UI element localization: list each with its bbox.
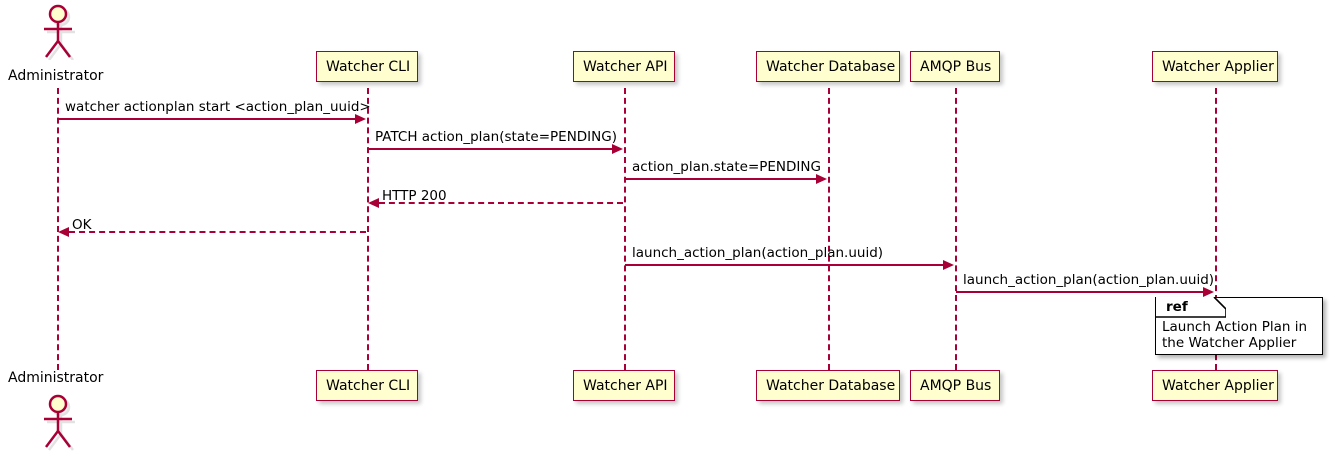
message-line-watcher-actionplan-start	[58, 118, 356, 120]
message-label-launch-action-plan-amqp: launch_action_plan(action_plan.uuid)	[963, 272, 1215, 288]
lifeline-applier	[1215, 88, 1217, 370]
message-label-patch-action-plan: PATCH action_plan(state=PENDING)	[375, 129, 617, 145]
ref-tab-shape-icon	[1156, 297, 1226, 318]
message-arrowhead-watcher-actionplan-start	[355, 114, 366, 124]
message-label-launch-action-plan-api: launch_action_plan(action_plan.uuid)	[632, 245, 884, 261]
message-label-watcher-actionplan-start: watcher actionplan start <action_plan_uu…	[65, 99, 371, 115]
ref-fragment[interactable]: ref Launch Action Plan in the Watcher Ap…	[1155, 297, 1323, 355]
participant-amqp-bottom[interactable]: AMQP Bus	[910, 370, 1000, 401]
message-arrowhead-launch-action-plan-api	[943, 260, 954, 270]
message-label-http-200: HTTP 200	[382, 188, 447, 204]
participant-database-bottom[interactable]: Watcher Database	[756, 370, 900, 401]
message-line-http-200	[379, 202, 623, 204]
participant-amqp-top[interactable]: AMQP Bus	[910, 51, 1000, 82]
actor-stick-figure-icon	[44, 394, 75, 451]
message-line-patch-action-plan	[368, 148, 613, 150]
message-arrowhead-patch-action-plan	[612, 144, 623, 154]
participant-api-top[interactable]: Watcher API	[573, 51, 675, 82]
ref-fragment-body: Launch Action Plan in the Watcher Applie…	[1162, 319, 1308, 351]
message-line-action-plan-state-pending	[625, 178, 817, 180]
lifeline-api	[624, 88, 626, 370]
actor-label-admin-top: Administrator	[8, 68, 104, 84]
lifeline-amqp	[955, 88, 957, 370]
ref-fragment-tab-label: ref	[1166, 299, 1188, 315]
message-arrowhead-ok	[58, 227, 69, 237]
actor-stick-figure-icon	[44, 4, 75, 61]
actor-label-admin-bottom: Administrator	[8, 370, 104, 386]
ref-fragment-tab	[1156, 297, 1226, 318]
participant-cli-top[interactable]: Watcher CLI	[316, 51, 418, 82]
actor-admin-bottom	[31, 392, 85, 456]
message-line-launch-action-plan-api	[625, 264, 944, 266]
lifeline-database	[828, 88, 830, 370]
message-arrowhead-launch-action-plan-amqp	[1203, 287, 1214, 297]
participant-api-bottom[interactable]: Watcher API	[573, 370, 675, 401]
participant-cli-bottom[interactable]: Watcher CLI	[316, 370, 418, 401]
message-arrowhead-http-200	[368, 198, 379, 208]
message-arrowhead-action-plan-state-pending	[816, 174, 827, 184]
message-label-action-plan-state-pending: action_plan.state=PENDING	[632, 159, 821, 175]
message-line-ok	[69, 231, 366, 233]
actor-admin-top	[31, 2, 85, 64]
participant-applier-top[interactable]: Watcher Applier	[1152, 51, 1278, 82]
message-line-launch-action-plan-amqp	[956, 291, 1204, 293]
message-label-ok: OK	[72, 217, 92, 233]
participant-database-top[interactable]: Watcher Database	[756, 51, 900, 82]
lifeline-cli	[367, 88, 369, 370]
participant-applier-bottom[interactable]: Watcher Applier	[1152, 370, 1278, 401]
